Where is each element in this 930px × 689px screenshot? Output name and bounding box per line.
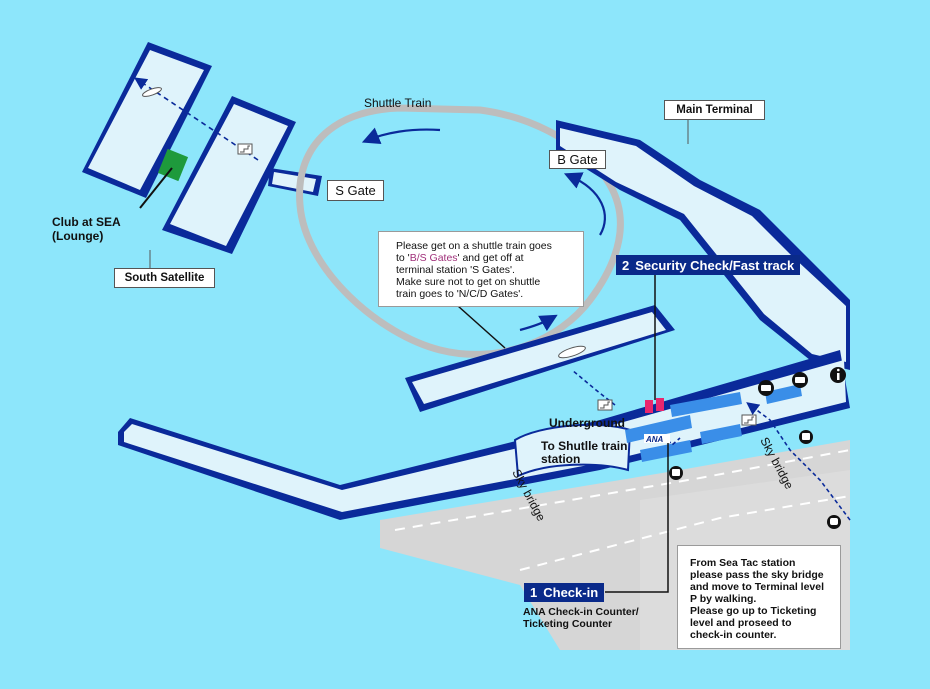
seatac-note-line: Please go up to Ticketing	[690, 605, 817, 617]
shuttle-note-line: Make sure not to get on shuttle	[396, 276, 541, 288]
main-terminal-tag: Main Terminal	[664, 100, 765, 120]
shuttle-note-highlight: B/S Gates	[409, 252, 458, 264]
checkin-counters	[625, 384, 802, 462]
shuttle-instruction-note: Please get on a shuttle train goes to 'B…	[378, 231, 584, 307]
concourse-building	[405, 305, 675, 412]
south-satellite-building	[82, 42, 296, 254]
ana-logo: ANA	[644, 434, 670, 444]
club-label-line2: (Lounge)	[52, 229, 103, 243]
checkin-caption: ANA Check-in Counter/ Ticketing Counter	[523, 606, 639, 630]
seatac-note-line: P by walking.	[690, 593, 757, 605]
escalator-icon	[597, 399, 613, 411]
club-label-line1: Club at SEA	[52, 215, 121, 229]
security-check-marker	[645, 398, 664, 413]
shuttle-note-line: terminal station 'S Gates'.	[396, 264, 515, 276]
train-icon	[827, 515, 841, 529]
s-gate-tag: S Gate	[327, 180, 384, 201]
underground-station-ring	[513, 423, 632, 478]
step-security-badge: 2 Security Check/Fast track	[616, 255, 801, 275]
south-satellite-tag: South Satellite	[114, 268, 215, 288]
seatac-instruction-note: From Sea Tac station please pass the sky…	[677, 545, 841, 649]
escalator-icon	[237, 143, 253, 155]
seatac-note-line: check-in counter.	[690, 629, 777, 641]
club-lounge-marker	[157, 148, 189, 182]
step-label: Security Check/Fast track	[635, 258, 795, 273]
plane-icon	[558, 345, 586, 359]
to-shuttle-label-line1: To Shutlle train	[541, 439, 627, 453]
to-shuttle-label-line2: station	[541, 452, 580, 466]
bus-icon	[799, 430, 813, 444]
underground-label: Underground	[549, 416, 625, 430]
seatac-note-line: please pass the sky bridge	[690, 569, 824, 581]
baggage-icon	[792, 372, 808, 388]
route-sky-bridge	[746, 402, 851, 521]
step-number: 2	[622, 258, 630, 273]
step-checkin-badge: 1 Check-in	[524, 583, 604, 602]
seatac-note-line: From Sea Tac station	[690, 557, 796, 569]
info-icon	[830, 367, 846, 383]
b-gate-tag: B Gate	[549, 150, 606, 169]
checkin-pointer-line	[605, 442, 669, 593]
shuttle-train-label: Shuttle Train	[364, 96, 431, 110]
club-pointer-line	[139, 167, 173, 209]
escalator-icon	[741, 414, 757, 426]
shuttle-note-line: to 'B/S Gates' and get off at	[396, 252, 524, 264]
step-label: Check-in	[543, 585, 599, 600]
shuttle-note-line: Please get on a shuttle train goes	[396, 240, 552, 252]
shuttle-note-line: train goes to 'N/C/D Gates'.	[396, 288, 524, 300]
baggage-icon	[758, 380, 774, 396]
checkin-caption-line: ANA Check-in Counter/	[523, 606, 639, 618]
checkin-caption-line: Ticketing Counter	[523, 618, 613, 630]
step-number: 1	[530, 585, 538, 600]
main-terminal-building	[556, 120, 850, 370]
note-pointer-line	[457, 305, 506, 349]
plane-icon	[142, 87, 162, 97]
bus-icon	[669, 466, 683, 480]
svg-text:ANA: ANA	[645, 435, 664, 444]
seatac-note-line: level and proseed to	[690, 617, 792, 629]
seatac-note-line: and move to Terminal level	[690, 581, 825, 593]
